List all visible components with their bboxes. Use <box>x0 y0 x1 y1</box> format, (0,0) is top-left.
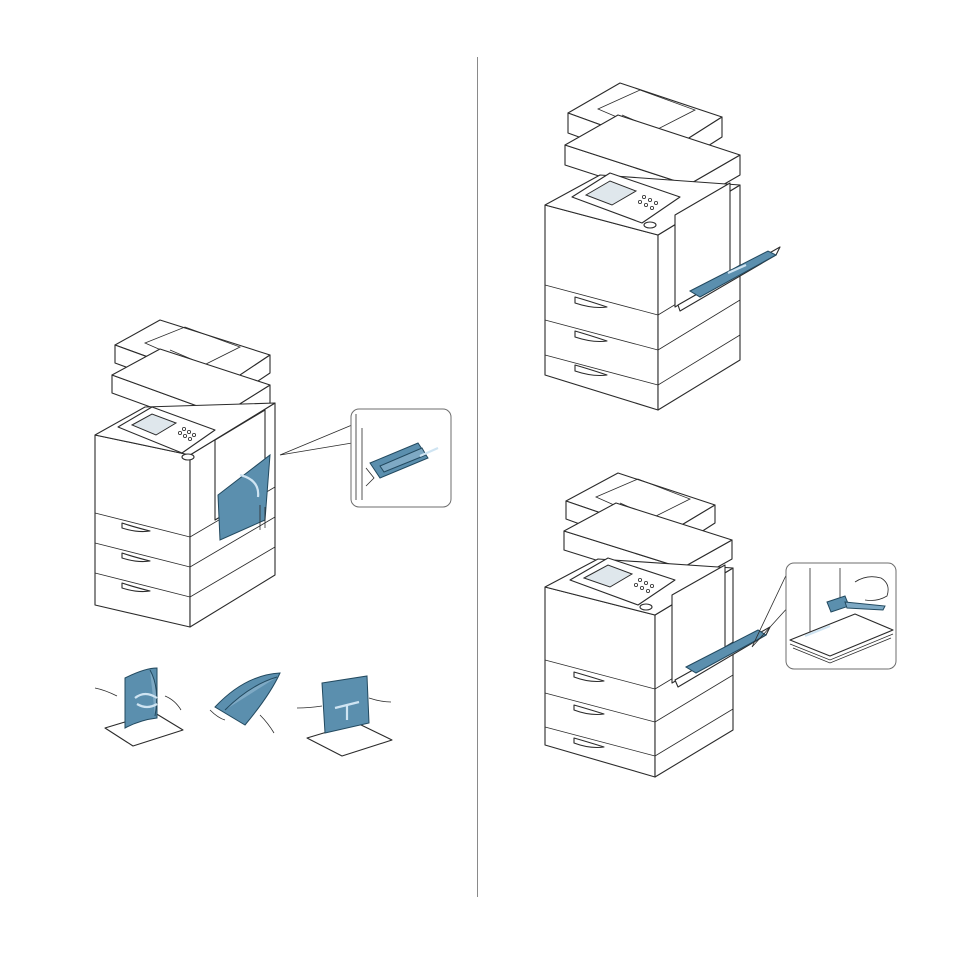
column-divider <box>477 57 478 897</box>
printer-tray-open-icon <box>90 315 290 630</box>
printer-paper-loaded-icon <box>540 75 785 413</box>
straighten-paper-stack-icon <box>297 668 397 758</box>
callout-pointer <box>280 425 360 465</box>
flex-paper-stack-icon <box>95 658 190 753</box>
printer-guide-adjust-icon <box>540 465 775 780</box>
tray-extension-zoom-icon <box>350 408 452 508</box>
width-guide-zoom-icon <box>785 562 897 670</box>
fan-paper-edge-icon <box>205 665 290 740</box>
